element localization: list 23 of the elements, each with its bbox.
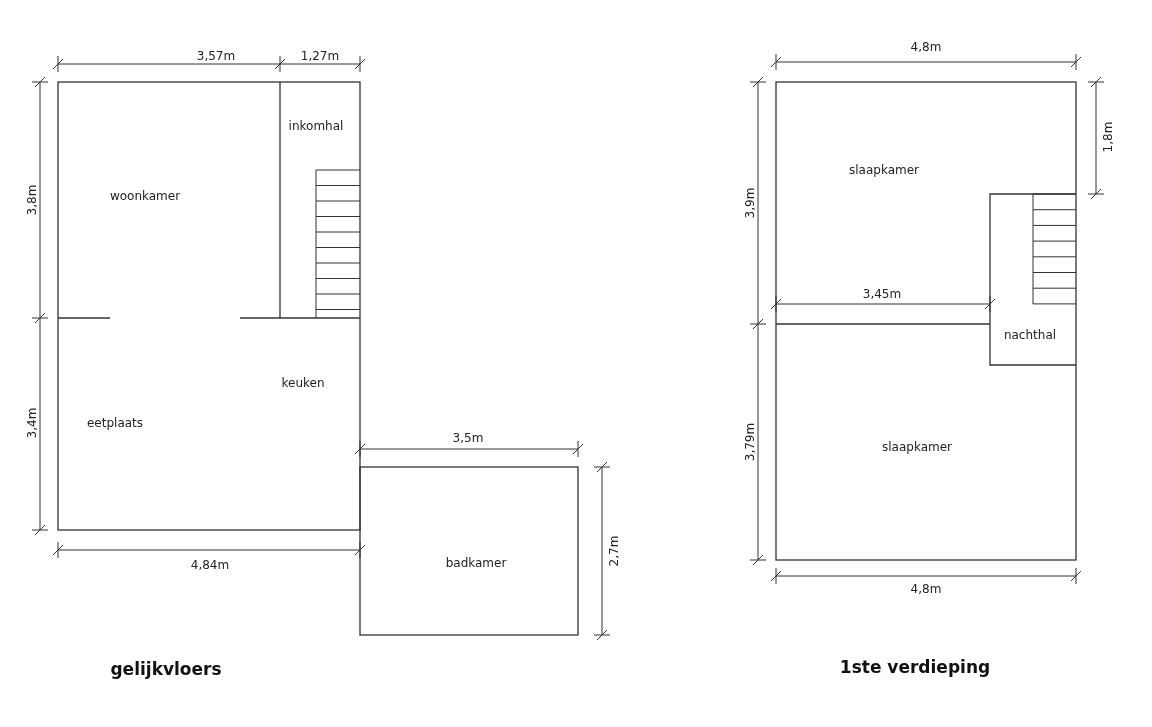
dimension-label: 4,8m [910,40,942,54]
room-label: nachthal [1003,328,1057,342]
room-label: slaapkamer [882,440,952,454]
dimension-label: 4,8m [910,582,942,596]
dimension-label: 1,27m [300,49,340,63]
dimension-label: 2,7m [607,535,621,567]
dimension-label: 1,8m [1101,121,1115,153]
dimension-label: 3,5m [452,431,484,445]
room-label: inkomhal [288,119,344,133]
dimension-label: 3,79m [743,422,757,462]
floor-title: 1ste verdieping [839,657,991,677]
floor-title: gelijkvloers [110,659,222,679]
dimension-label: 3,45m [862,287,902,301]
dimension-label: 4,84m [190,558,230,572]
dimension-label: 3,8m [25,184,39,216]
dimension-label: 3,57m [196,49,236,63]
dimension-label: 3,9m [743,187,757,219]
room-label: slaapkamer [849,163,919,177]
room-label: eetplaats [86,416,144,430]
dimension-label: 3,4m [25,407,39,439]
room-label: keuken [281,376,325,390]
room-label: badkamer [445,556,507,570]
room-label: woonkamer [109,189,181,203]
